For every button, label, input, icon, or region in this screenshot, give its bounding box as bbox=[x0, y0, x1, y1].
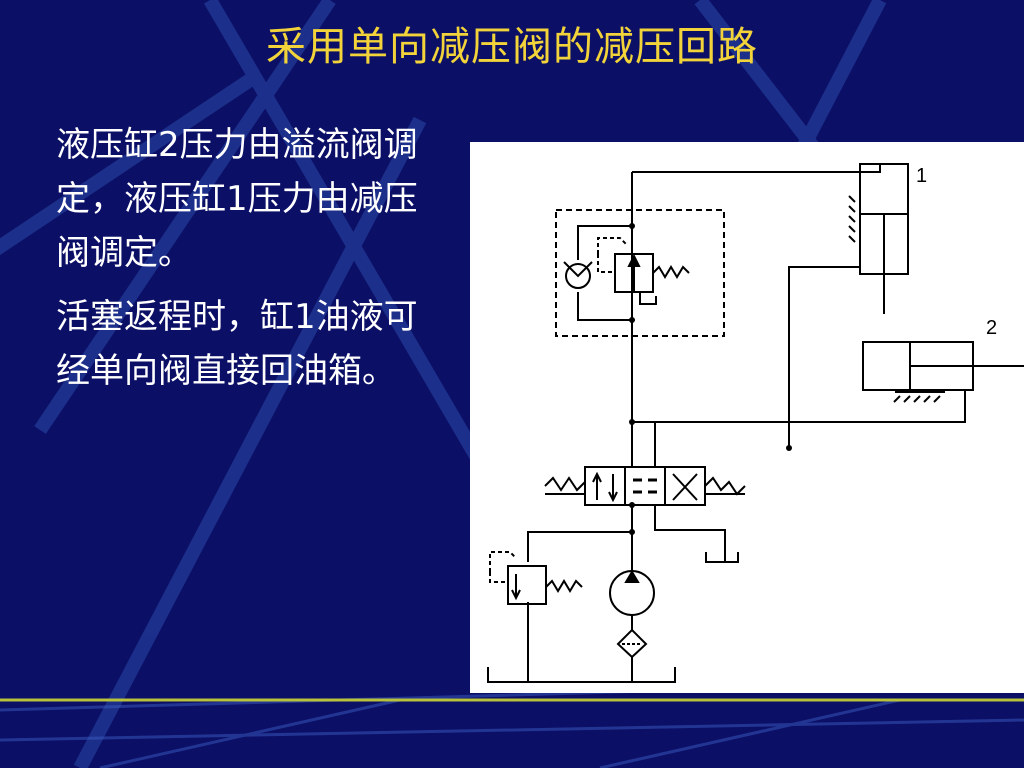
line-cylinder-2-rod bbox=[788, 266, 860, 448]
check-valve bbox=[563, 261, 593, 289]
paragraph-return-stroke: 活塞返程时，缸1油液可经单向阀直接回油箱。 bbox=[56, 297, 418, 391]
junction-dots bbox=[629, 223, 792, 535]
tank bbox=[487, 667, 676, 683]
cylinder-2 bbox=[862, 341, 1024, 403]
hydraulic-circuit-diagram: 1 2 bbox=[470, 142, 1024, 693]
check-valve-branch bbox=[577, 225, 632, 321]
relief-valve-branch bbox=[527, 531, 632, 682]
cylinder-1 bbox=[848, 163, 909, 314]
reducing-valve-box bbox=[555, 209, 725, 337]
valve-port-lines bbox=[631, 424, 739, 563]
directional-control-valve bbox=[544, 466, 746, 506]
line-to-cylinder-1 bbox=[632, 164, 881, 173]
slide-title: 采用单向减压阀的减压回路 bbox=[266, 24, 758, 70]
paragraph-pressure-setting: 液压缸2压力由溢流阀调定，液压缸1压力由减压阀调定。 bbox=[56, 125, 418, 273]
pressure-reducing-valve bbox=[597, 237, 690, 305]
label-cylinder-2: 2 bbox=[986, 317, 997, 339]
line-to-cylinder-2 bbox=[632, 390, 966, 423]
circuit-svg: 1 2 bbox=[487, 163, 1024, 683]
filter bbox=[616, 628, 648, 659]
relief-valve bbox=[489, 551, 583, 605]
hydraulic-pump bbox=[609, 570, 655, 616]
label-cylinder-1: 1 bbox=[916, 165, 927, 187]
